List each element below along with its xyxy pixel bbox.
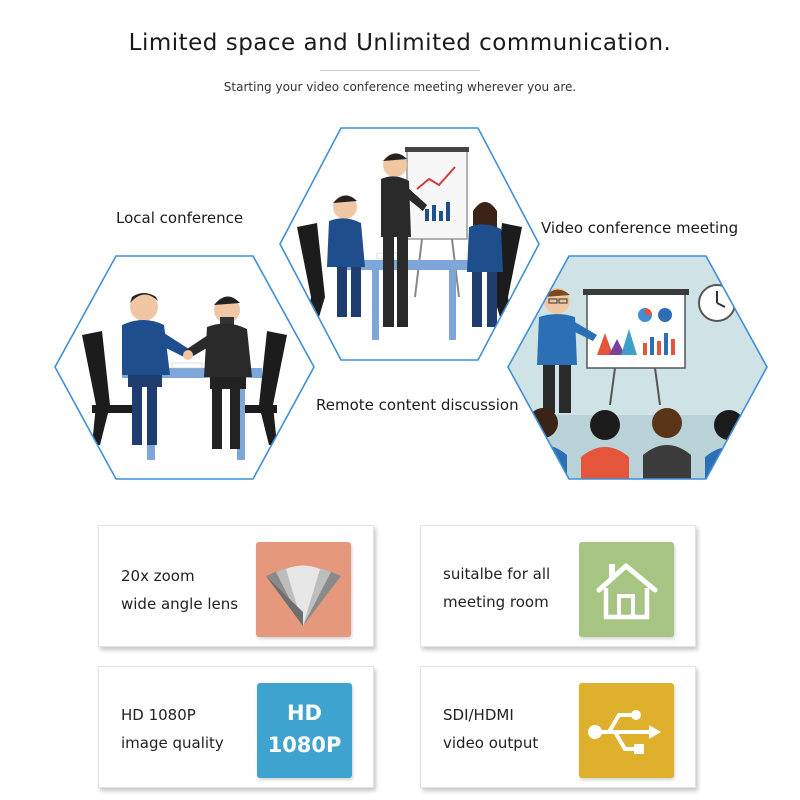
feature-hd-line1: HD 1080P [121, 706, 196, 724]
local-conference-label: Local conference [116, 209, 244, 227]
page-subtitle: Starting your video conference meeting w… [223, 80, 577, 94]
feature-card-zoom: 20x zoom wide angle lens [98, 525, 374, 647]
feature-room-line2: meeting room [443, 593, 549, 611]
feature-room-line1: suitalbe for all [443, 565, 551, 583]
feature-card-output: SDI/HDMI video output [420, 666, 696, 788]
feature-output-line2: video output [443, 734, 539, 752]
feature-hd-line2: image quality [121, 734, 224, 752]
feature-zoom-line2: wide angle lens [121, 595, 239, 613]
house-icon [579, 542, 674, 637]
page-title: Limited space and Unlimited communicatio… [128, 30, 672, 56]
wide-angle-lens-icon [256, 542, 351, 637]
feature-output-line1: SDI/HDMI [443, 706, 514, 724]
video-conference-illustration [505, 255, 770, 480]
feature-zoom-line1: 20x zoom [121, 567, 195, 585]
hd-badge-bottom: 1080P [267, 733, 342, 757]
video-conference-label: Video conference meeting [541, 219, 739, 237]
hd-badge-icon: HD 1080P [257, 683, 352, 778]
local-conference-illustration [52, 255, 317, 480]
remote-discussion-label: Remote content discussion [313, 396, 522, 414]
feature-card-hd: HD 1080P image quality HD 1080P [98, 666, 374, 788]
usb-icon [579, 683, 674, 778]
feature-card-meeting-room: suitalbe for all meeting room [420, 525, 696, 647]
remote-discussion-illustration [277, 127, 542, 362]
title-divider [320, 70, 480, 71]
hd-badge-top: HD [286, 701, 322, 725]
